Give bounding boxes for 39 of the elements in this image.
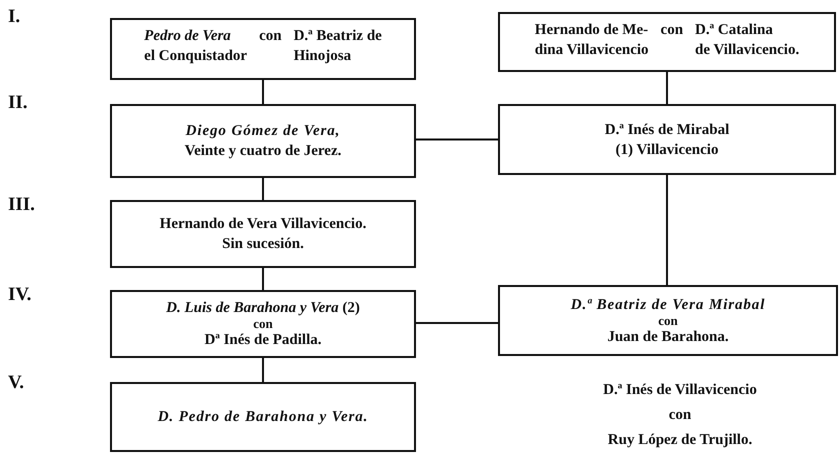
generation-number: II. <box>8 92 28 114</box>
connector-line <box>666 175 668 285</box>
name-text: Veinte y cuatro de Jerez. <box>184 142 342 161</box>
person-box <box>498 285 838 356</box>
generation-number: III. <box>8 194 35 216</box>
connector-line <box>416 322 498 324</box>
connector-line <box>262 80 264 104</box>
generation-number: V. <box>8 372 24 394</box>
person-box <box>110 290 416 358</box>
name-text: D. Pedro de Barahona y Vera. <box>158 408 368 427</box>
name-text: Hernando de Vera Villavicencio. Sin sucesión. <box>160 215 366 254</box>
person-box <box>110 382 416 452</box>
person-box <box>498 104 836 175</box>
name-text: con <box>253 318 273 330</box>
name-text: D. Luis de Barahona y Vera (2) <box>166 299 360 318</box>
name-text: con <box>259 27 282 46</box>
connector-line <box>262 268 264 290</box>
name-text: Juan de Barahona. <box>607 328 729 346</box>
name-text: D.ª Inés de Mirabal (1) Villavicencio <box>604 120 730 160</box>
connector-line <box>262 178 264 200</box>
connector-line <box>262 358 264 382</box>
person-box <box>110 104 416 178</box>
generation-number: I. <box>8 6 20 28</box>
person-box <box>498 12 836 72</box>
person-box <box>110 200 416 268</box>
name-text: Dª Inés de Padilla. <box>204 331 322 350</box>
name-text: con <box>660 21 684 40</box>
connector-line <box>666 72 668 104</box>
name-text: D.ª Beatriz de Vera Mirabal <box>570 296 766 314</box>
name-text: Hernando de Me- dina Villavicencio <box>534 21 649 60</box>
name-text: con <box>658 314 678 326</box>
connector-line <box>416 138 498 140</box>
person-box <box>110 18 416 80</box>
name-text: D.ª Catalina de Villavicencio. <box>695 21 800 60</box>
name-text: Diego Gómez de Vera, <box>186 122 340 141</box>
name-text: D.ª Beatriz de Hinojosa <box>294 27 382 66</box>
note-text: D.ª Inés de Villavicencio con Ruy López de Trujillo. <box>602 381 758 450</box>
name-text: Pedro de Vera el Conquistador <box>144 27 248 66</box>
generation-number: IV. <box>8 284 32 306</box>
